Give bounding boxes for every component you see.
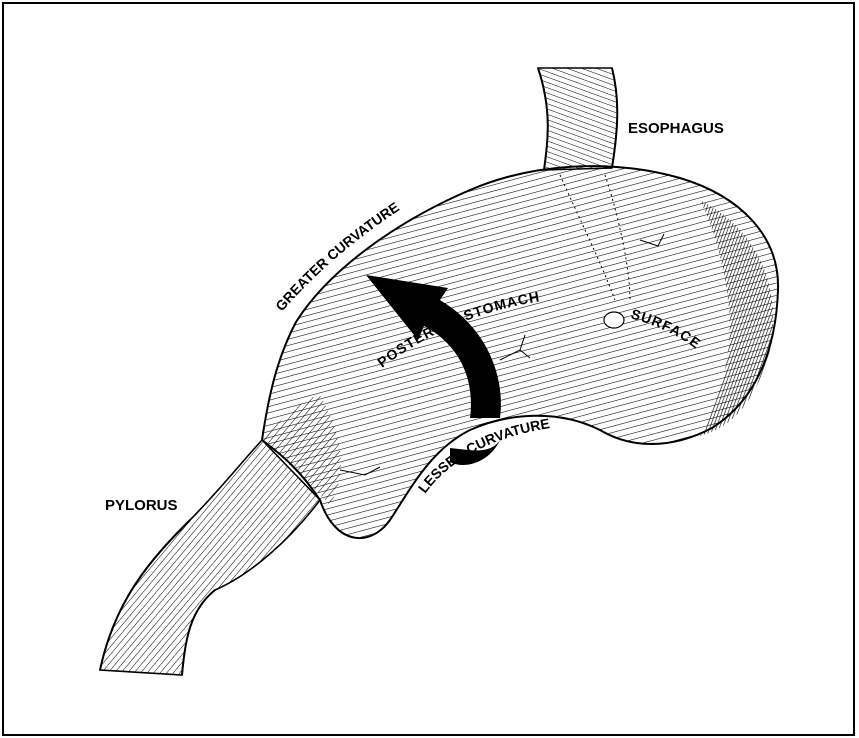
esophagus-tube: [538, 68, 617, 170]
pylorus-tube: [100, 440, 320, 675]
label-esophagus: ESOPHAGUS: [628, 120, 724, 137]
label-pylorus: PYLORUS: [105, 497, 178, 514]
stomach-body: [262, 166, 778, 538]
